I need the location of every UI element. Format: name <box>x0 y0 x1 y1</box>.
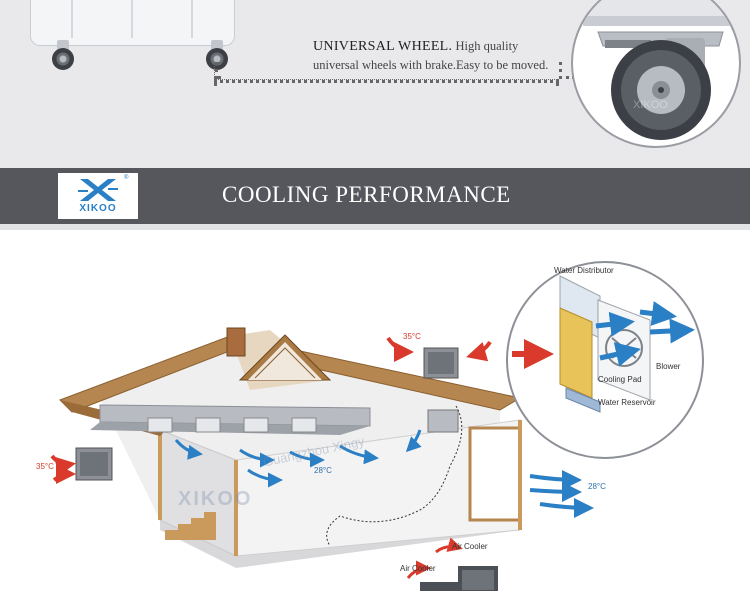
caster-right-image <box>204 40 230 70</box>
label-water-distributor: Water Distributor <box>554 266 614 275</box>
label-blower: Blower <box>656 362 681 371</box>
wheel-section: UNIVERSAL WHEEL. High quality universal … <box>0 0 750 168</box>
section-banner: ® XIKOO COOLING PERFORMANCE <box>0 168 750 224</box>
logo-text: XIKOO <box>79 203 117 214</box>
temp-outside: 28°C <box>588 482 606 491</box>
wheel-desc-line1: High quality <box>455 39 519 53</box>
section-title: COOLING PERFORMANCE <box>222 182 511 207</box>
label-water-reservoir: Water Reservoir <box>598 398 656 407</box>
callout-line-horizontal <box>214 79 559 83</box>
cooling-diagram: Water Distributor Cooling Pad Blower Wat… <box>0 230 750 591</box>
svg-text:XIKOO: XIKOO <box>633 99 668 111</box>
temp-roof-hot: 35°C <box>403 332 421 341</box>
temp-left-hot: 35°C <box>36 462 54 471</box>
watermark-brand: XIKOO <box>178 488 253 510</box>
wheel-zoom-image: XIKOO <box>571 0 741 148</box>
xikoo-logo: ® XIKOO <box>58 173 138 219</box>
label-air-cooler-2: Air Cooler <box>400 564 436 573</box>
callout-line-vertical <box>214 62 218 79</box>
logo-registered-mark: ® <box>124 175 129 181</box>
label-cooling-pad: Cooling Pad <box>598 375 642 384</box>
temp-inside: 28°C <box>314 466 332 475</box>
wheel-heading: UNIVERSAL WHEEL. <box>313 39 453 54</box>
cooling-diagram-illustration <box>50 261 704 591</box>
section-divider <box>0 224 750 230</box>
caster-left-image <box>50 40 76 70</box>
xikoo-logo-mark-icon <box>78 179 118 201</box>
wheel-description: UNIVERSAL WHEEL. High quality universal … <box>313 37 573 74</box>
wheel-desc-line2: universal wheels with brake.Easy to be m… <box>313 58 549 72</box>
label-air-cooler-1: Air Cooler <box>452 542 488 551</box>
cooler-base-image <box>30 0 235 46</box>
